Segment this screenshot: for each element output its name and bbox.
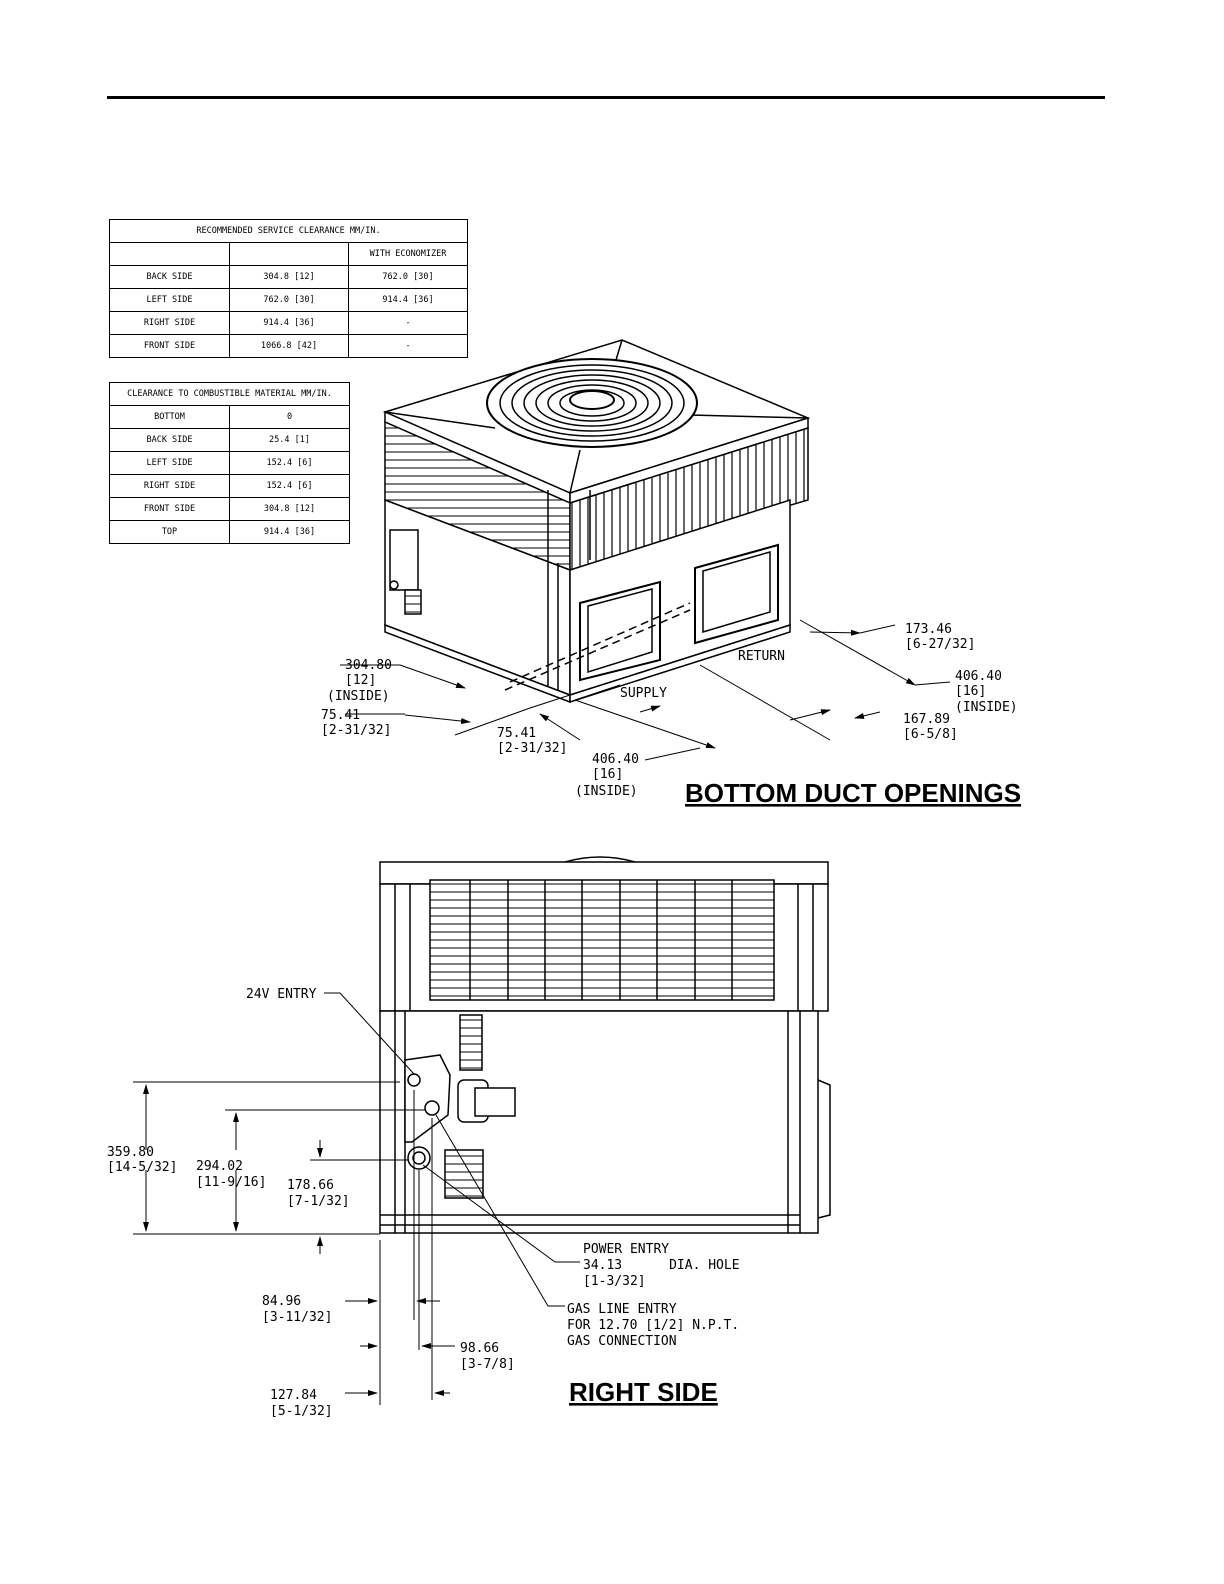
side-dimension-lines — [133, 992, 580, 1405]
service-clearance-table: RECOMMENDED SERVICE CLEARANCE MM/IN. WIT… — [108, 219, 469, 358]
cell: 914.4 [36] — [347, 288, 469, 312]
row-label: FRONT SIDE — [109, 334, 230, 358]
row-label: TOP — [109, 520, 230, 544]
dim-304-inch: [12] — [345, 673, 376, 688]
dim-75b-value: 75.41 — [497, 726, 536, 741]
table-row: BACK SIDE 25.4 [1] — [109, 428, 351, 452]
cell: 1066.8 [42] — [229, 334, 349, 358]
table-row: RIGHT SIDE 152.4 [6] — [109, 474, 351, 498]
dim-406-right-value: 406.40 — [955, 669, 1002, 684]
row-label: BOTTOM — [109, 405, 230, 429]
dim-173-inch: [6-27/32] — [905, 637, 975, 652]
dim-406-left-note: (INSIDE) — [575, 784, 638, 799]
dim-173-value: 173.46 — [905, 622, 952, 637]
dim-304-note: (INSIDE) — [327, 689, 390, 704]
table-row: BOTTOM 0 — [109, 405, 351, 429]
power-entry-label: POWER ENTRY — [583, 1242, 669, 1257]
right-side-unit-drawing — [379, 856, 831, 1234]
dim-75b-inch: [2-31/32] — [497, 741, 567, 756]
dim-294-inch: [11-9/16] — [196, 1175, 266, 1190]
front-coil-panel — [569, 426, 809, 572]
cell: 762.0 [30] — [347, 265, 469, 289]
isometric-unit-drawing — [382, 339, 811, 704]
header-cell: WITH ECONOMIZER — [347, 242, 469, 266]
row-label: BACK SIDE — [109, 265, 230, 289]
row-label: BACK SIDE — [109, 428, 230, 452]
table-row: TOP 914.4 [36] — [109, 520, 351, 544]
power-entry-hole — [407, 1146, 431, 1170]
dim-359-value: 359.80 — [107, 1145, 154, 1160]
dim-406-right-note: (INSIDE) — [955, 700, 1018, 715]
fan-grille — [486, 358, 698, 448]
dim-84-value: 84.96 — [262, 1294, 301, 1309]
dim-304-value: 304.80 — [345, 658, 392, 673]
24v-entry-label: 24V ENTRY — [246, 987, 317, 1002]
table-row: RIGHT SIDE 914.4 [36] - — [109, 311, 469, 335]
table-row: FRONT SIDE 304.8 [12] — [109, 497, 351, 521]
dim-178-value: 178.66 — [287, 1178, 334, 1193]
combustible-clearance-table: CLEARANCE TO COMBUSTIBLE MATERIAL MM/IN.… — [108, 382, 351, 544]
cell: 304.8 [12] — [229, 265, 349, 289]
cell: - — [347, 311, 469, 335]
dim-75a-value: 75.41 — [321, 708, 360, 723]
power-entry-inch: [1-3/32] — [583, 1274, 646, 1289]
gas-entry-label: GAS LINE ENTRY — [567, 1302, 677, 1317]
dim-84-inch: [3-11/32] — [262, 1310, 332, 1325]
cell: 25.4 [1] — [228, 428, 351, 452]
dim-127-inch: [5-1/32] — [270, 1404, 333, 1419]
row-label: LEFT SIDE — [109, 288, 230, 312]
dim-98-value: 98.66 — [460, 1341, 499, 1356]
dim-406-left-inch: [16] — [592, 767, 623, 782]
table-row: FRONT SIDE 1066.8 [42] - — [109, 334, 469, 358]
table-title: CLEARANCE TO COMBUSTIBLE MATERIAL MM/IN. — [108, 382, 351, 406]
table-row: BACK SIDE 304.8 [12] 762.0 [30] — [109, 265, 469, 289]
side-coil-louver — [429, 879, 775, 1001]
return-opening — [694, 543, 779, 645]
return-label: RETURN — [738, 649, 785, 664]
bottom-duct-openings-title: BOTTOM DUCT OPENINGS — [685, 778, 1021, 808]
gas-entry-note: GAS CONNECTION — [567, 1334, 677, 1349]
dim-406-right-inch: [16] — [955, 684, 986, 699]
dim-406-left-value: 406.40 — [592, 752, 639, 767]
dim-98-inch: [3-7/8] — [460, 1357, 515, 1372]
top-rule — [107, 96, 1105, 99]
dim-294-value: 294.02 — [196, 1159, 243, 1174]
cell: - — [347, 334, 469, 358]
dim-75a-inch: [2-31/32] — [321, 723, 391, 738]
dim-127-value: 127.84 — [270, 1388, 317, 1403]
dim-178-inch: [7-1/32] — [287, 1194, 350, 1209]
dim-167-inch: [6-5/8] — [903, 727, 958, 742]
iso-dimension-lines — [340, 619, 951, 761]
cell: 304.8 [12] — [228, 497, 351, 521]
gas-entry-size: FOR 12.70 [1/2] N.P.T. — [567, 1318, 739, 1333]
dim-167-value: 167.89 — [903, 712, 950, 727]
right-side-title: RIGHT SIDE — [569, 1377, 718, 1407]
gas-entry-hole — [424, 1100, 440, 1116]
dim-359-inch: [14-5/32] — [107, 1160, 177, 1175]
supply-label: SUPPLY — [620, 686, 667, 701]
cell: 914.4 [36] — [228, 520, 351, 544]
row-label: RIGHT SIDE — [109, 474, 230, 498]
power-entry-size: 34.13 DIA. HOLE — [583, 1258, 740, 1273]
cell: 0 — [228, 405, 351, 429]
